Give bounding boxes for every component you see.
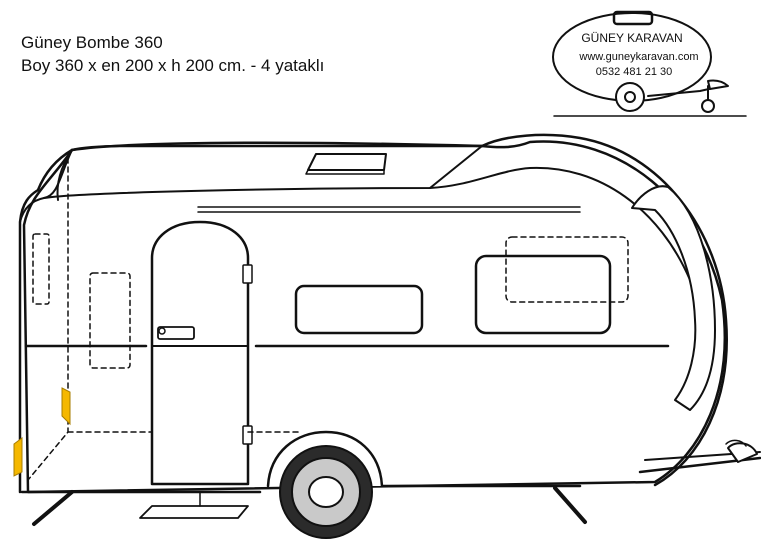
door-hinge-top — [242, 264, 253, 284]
roof-line — [70, 144, 484, 152]
opposite-window-rear — [505, 236, 629, 303]
side-reflector — [61, 387, 71, 426]
model-title: Güney Bombe 360 — [21, 33, 163, 52]
front-window-hidden — [32, 233, 50, 305]
side-window-rear — [474, 254, 612, 335]
rear-side-window — [631, 185, 716, 411]
entry-step — [139, 505, 249, 519]
logo-roof-handle — [612, 10, 654, 26]
door-handle — [157, 326, 195, 340]
wheel — [279, 445, 373, 539]
door-hinge-bottom — [242, 425, 253, 445]
logo-hitch — [707, 79, 729, 90]
opposite-window-front — [89, 272, 131, 369]
hub-cap — [308, 476, 344, 508]
hitch-handle — [725, 439, 747, 447]
hidden-outlines — [27, 157, 629, 481]
roof-hatch — [305, 153, 387, 175]
logo-wheel — [615, 82, 645, 112]
entry-door — [150, 220, 253, 486]
front-steady-leg — [32, 490, 74, 526]
logo-phone: 0532 481 21 30 — [596, 66, 672, 78]
caption-block: Güney Bombe 360 Boy 360 x en 200 x h 200… — [21, 31, 324, 77]
front-face-edge — [18, 148, 74, 494]
hitch-coupler — [727, 442, 758, 463]
rear-bulge — [480, 133, 728, 487]
model-specs: Boy 360 x en 200 x h 200 cm. - 4 yataklı — [21, 56, 325, 75]
logo-website: www.guneykaravan.com — [578, 51, 698, 63]
brand-logo — [552, 10, 747, 117]
door-lock — [158, 327, 166, 335]
logo-wheel-hub — [624, 91, 636, 103]
side-window-middle — [294, 284, 424, 335]
logo-jack-wheel — [701, 99, 715, 113]
upper-body-line — [43, 166, 691, 281]
roof-rear-slope — [429, 145, 483, 189]
logo-brand: GÜNEY KARAVAN — [581, 31, 682, 45]
rear-steady-leg — [553, 486, 587, 524]
front-reflector — [13, 437, 23, 477]
